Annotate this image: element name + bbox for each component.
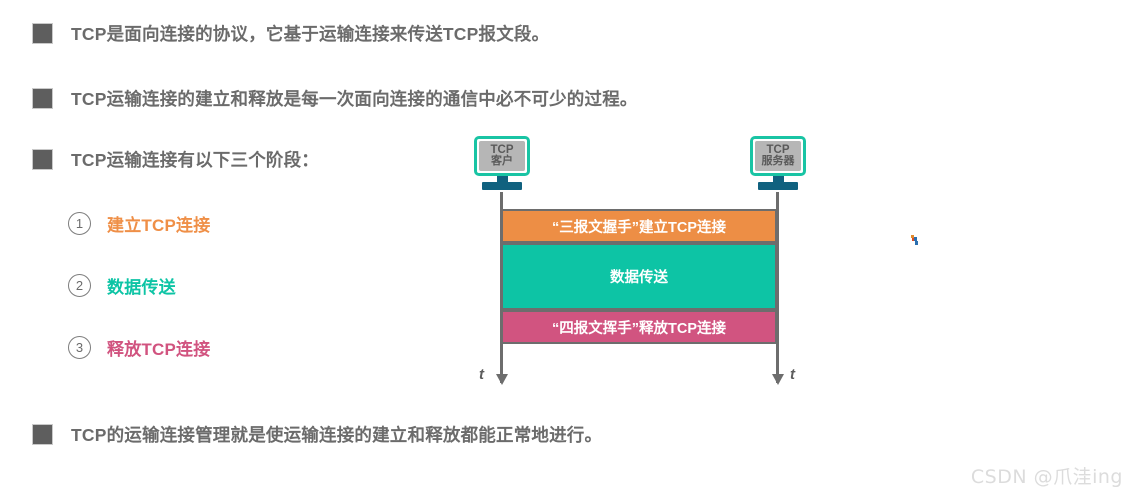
tcp-client-line1: TCP (490, 143, 514, 156)
time-label-left: t (479, 366, 484, 383)
bullet-square-icon (32, 88, 53, 109)
time-label-right: t (790, 366, 795, 383)
phase-number-2: 2 (68, 274, 91, 297)
monitor-icon: TCP 服务器 (750, 136, 806, 176)
csdn-watermark: CSDN @爪洼ing (970, 466, 1123, 488)
tcp-server-line1: TCP (766, 143, 790, 156)
bullet-square-icon (32, 149, 53, 170)
diagram-bar-handshake: “三报文握手”建立TCP连接 (501, 209, 777, 243)
tcp-client-line2: 客户 (491, 155, 513, 168)
phase-item-1: 1 建立TCP连接 (68, 211, 210, 236)
monitor-neck (772, 176, 784, 182)
monitor-neck (496, 176, 508, 182)
tcp-client-host-icon: TCP 客户 (474, 136, 530, 190)
monitor-screen: TCP 客户 (479, 141, 525, 171)
phase-label-2: 数据传送 (107, 278, 176, 297)
bullet-square-icon (32, 424, 53, 445)
phase-label-3: 释放TCP连接 (107, 340, 211, 359)
timeline-arrow-server-icon (771, 374, 784, 385)
bullet-text-2: TCP运输连接的建立和释放是每一次面向连接的通信中必不可少的过程。 (71, 89, 638, 109)
diagram-bar-release: “四报文挥手”释放TCP连接 (501, 310, 777, 344)
bullet-text-3: TCP运输连接有以下三个阶段： (71, 150, 319, 170)
timeline-arrow-client-icon (495, 374, 508, 385)
phase-number-3: 3 (68, 336, 91, 359)
bullet-item-1: TCP是面向连接的协议，它基于运输连接来传送TCP报文段。 (32, 21, 549, 46)
phase-item-2: 2 数据传送 (68, 273, 176, 298)
bullet-text-4: TCP的运输连接管理就是使运输连接的建立和释放都能正常地进行。 (71, 425, 603, 445)
bullet-item-4: TCP的运输连接管理就是使运输连接的建立和释放都能正常地进行。 (32, 422, 602, 447)
monitor-screen: TCP 服务器 (755, 141, 801, 171)
tcp-server-line2: 服务器 (761, 155, 795, 168)
timeline-axis-server (776, 192, 779, 383)
bullet-item-3: TCP运输连接有以下三个阶段： (32, 147, 319, 172)
monitor-base (482, 182, 522, 190)
monitor-icon: TCP 客户 (474, 136, 530, 176)
diagram-bar-data-transfer: 数据传送 (501, 243, 777, 310)
bullet-square-icon (32, 23, 53, 44)
tcp-server-host-icon: TCP 服务器 (750, 136, 806, 190)
phase-label-1: 建立TCP连接 (107, 216, 211, 235)
bullet-text-1: TCP是面向连接的协议，它基于运输连接来传送TCP报文段。 (71, 24, 550, 44)
monitor-base (758, 182, 798, 190)
phase-item-3: 3 释放TCP连接 (68, 335, 210, 360)
tcp-connection-diagram: TCP 客户 TCP 服务器 t t “三报文握手”建立TCP连接 数据传送 “… (470, 136, 810, 386)
phase-number-1: 1 (68, 212, 91, 235)
cursor-artifact-icon (911, 235, 918, 245)
bullet-item-2: TCP运输连接的建立和释放是每一次面向连接的通信中必不可少的过程。 (32, 86, 638, 111)
